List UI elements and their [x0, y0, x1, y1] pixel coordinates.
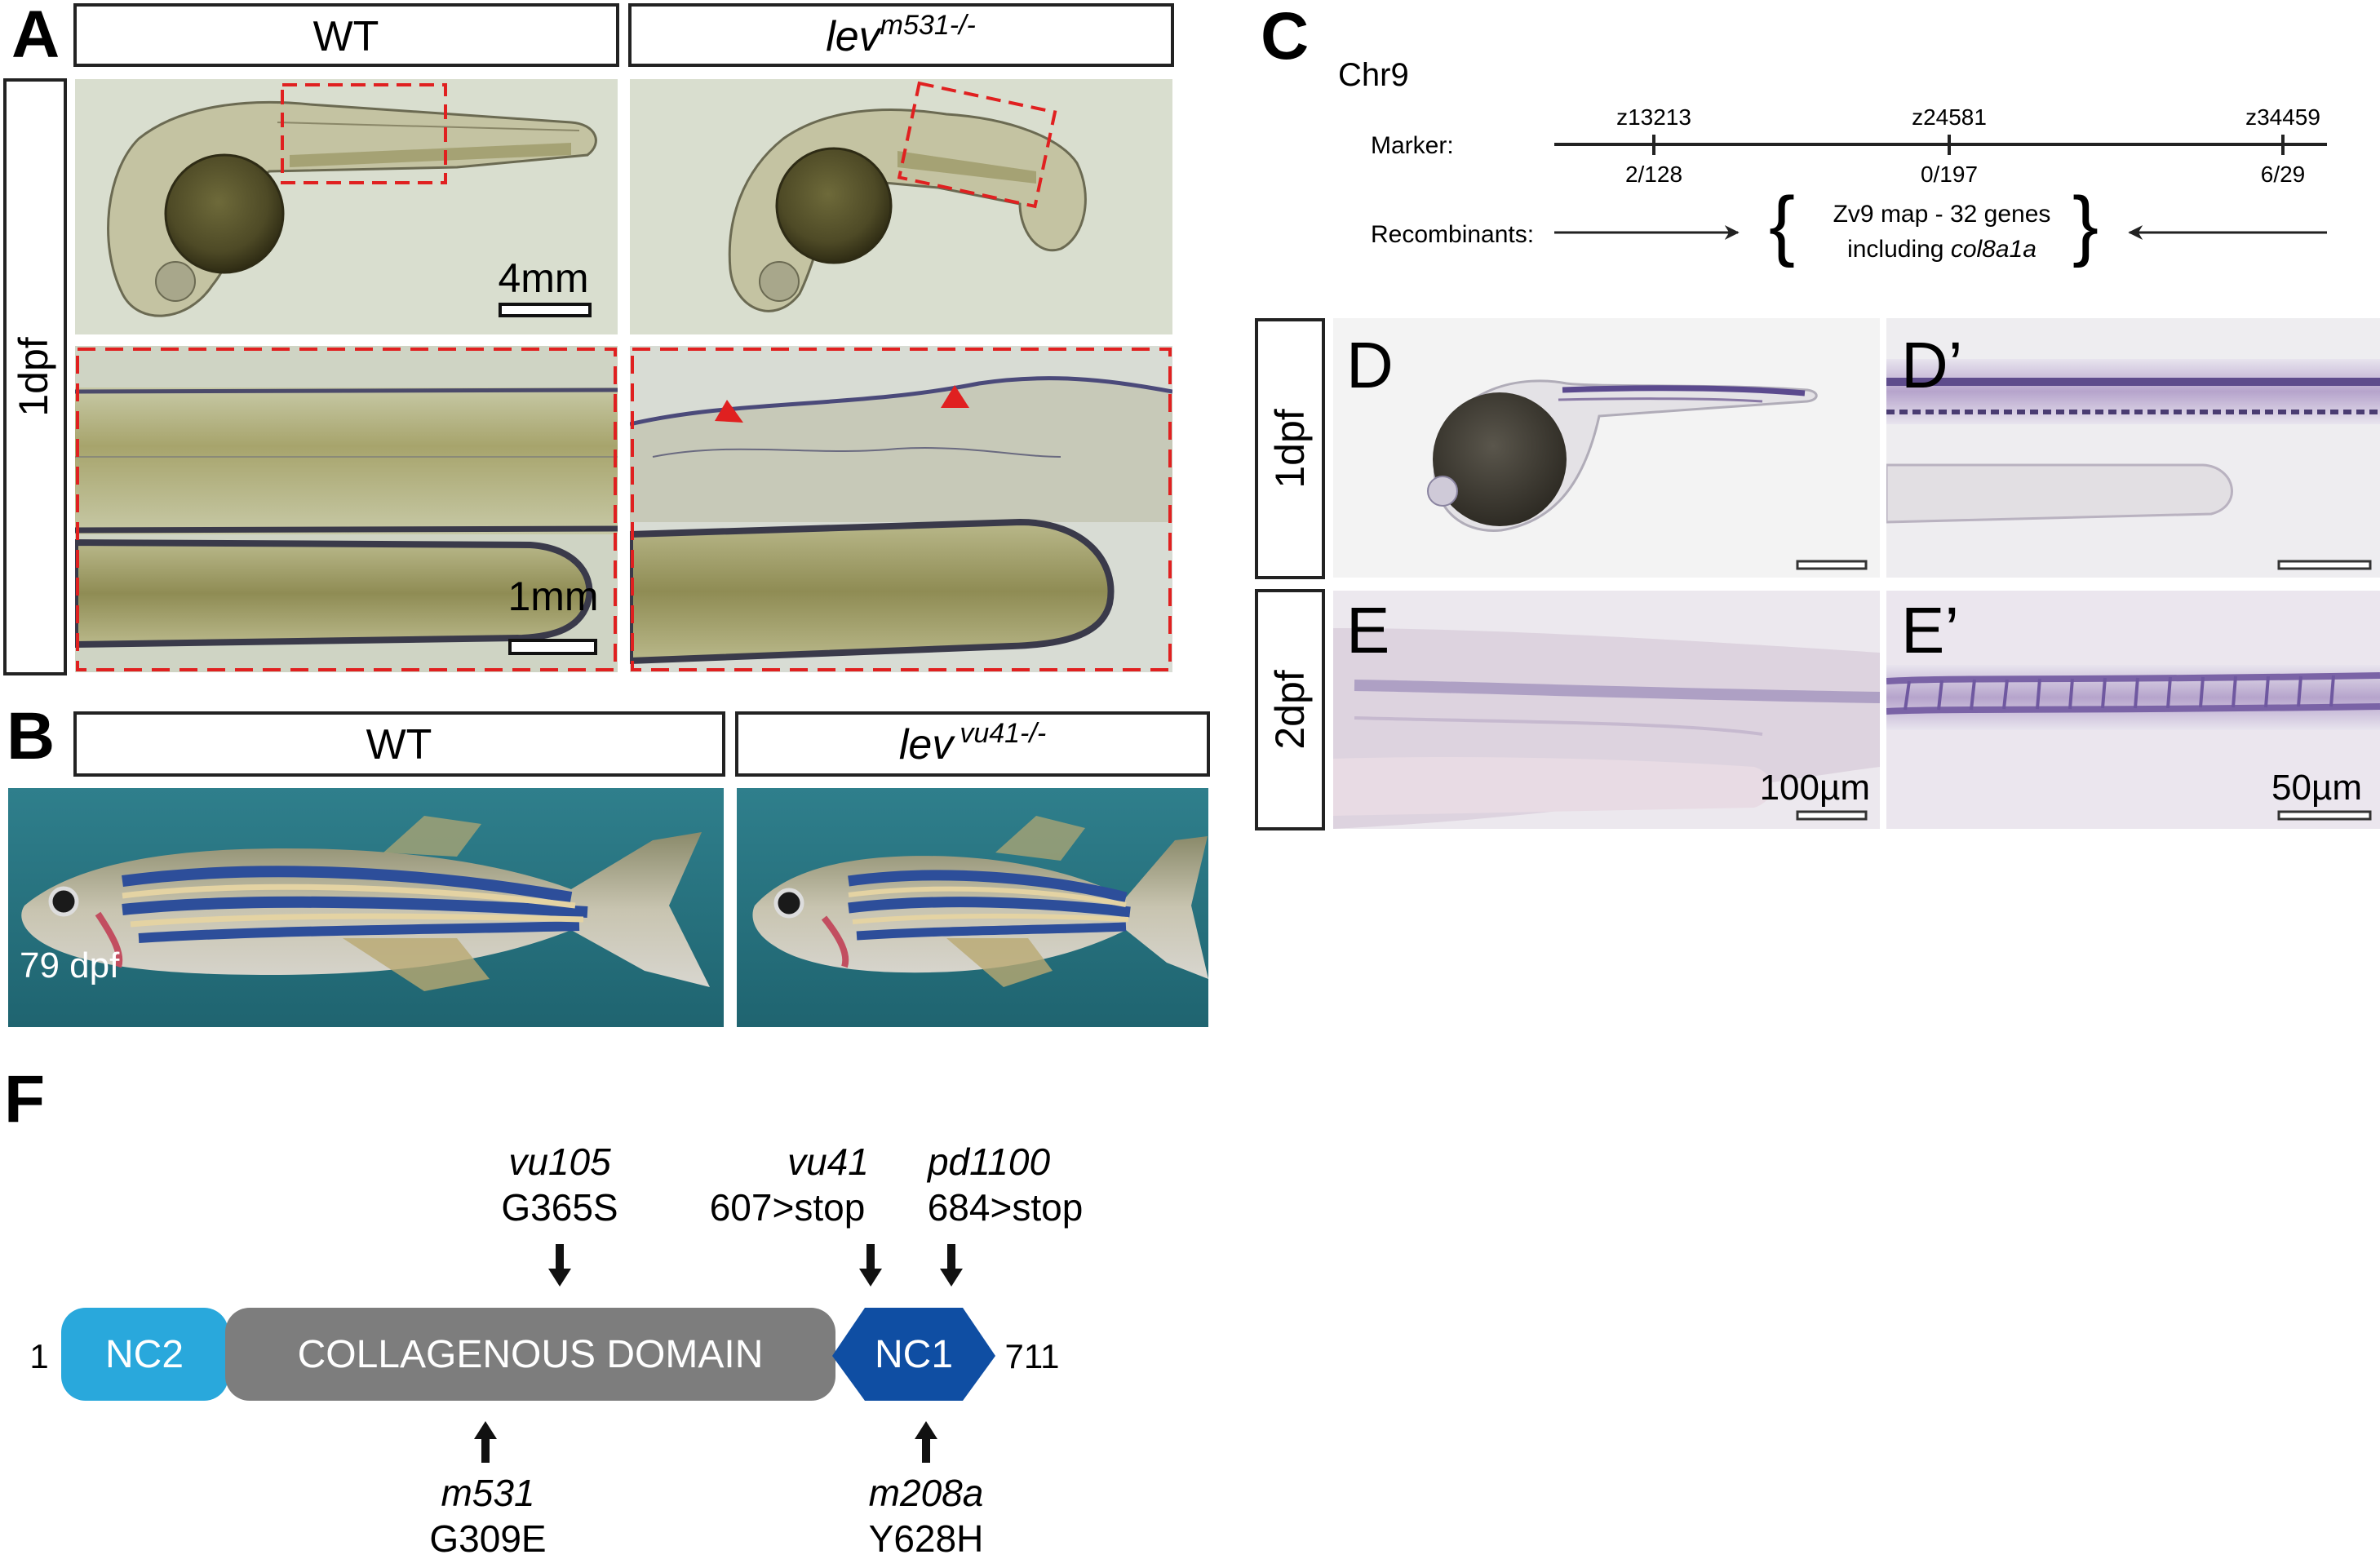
- panel-a-mut-zoom-image: [630, 346, 1172, 672]
- panel-a-row-label: 1dpf: [11, 337, 56, 416]
- panel-c-letter: C: [1261, 0, 1309, 73]
- panel-a-header-mut: levm531-/-: [826, 10, 976, 60]
- mutation-vu41-arrow: [859, 1244, 882, 1287]
- mutation-pd1100-arrow: [940, 1244, 963, 1287]
- panel-c-interval-line1: Zv9 map - 32 genes: [1833, 201, 2051, 228]
- marker-name: z34459: [2245, 104, 2320, 130]
- marker-name: z24581: [1912, 104, 1987, 130]
- panel-c-recombinants-label: Recombinants:: [1371, 221, 1534, 248]
- panel-a-header-mut-box: [628, 3, 1174, 67]
- panel-d-prime-letter: D’: [1901, 329, 1963, 401]
- panel-f-letter: F: [4, 1062, 45, 1136]
- panel-e-image: [1333, 591, 1880, 829]
- panel-e-prime-scale: 50µm: [2271, 768, 2362, 808]
- panel-a-wt-embryo-image: 4mm: [75, 79, 618, 334]
- panel-e-scale: 100µm: [1760, 768, 1870, 808]
- panel-c-chromosome: Chr9: [1338, 57, 1409, 93]
- panel-c-interval-gene: col8a1a: [1951, 236, 2037, 263]
- panel-b-header-wt: WT: [366, 721, 432, 768]
- panel-a-wt-zoom-image: 1mm: [75, 346, 618, 672]
- panel-de-row1-label: 1dpf: [1267, 409, 1313, 488]
- marker-name: z13213: [1616, 104, 1691, 130]
- panel-b-mut-sup: vu41-/-: [960, 718, 1046, 749]
- panel-c-interval-line2: including col8a1a: [1847, 236, 2037, 263]
- mutation-m531-allele: m531: [441, 1472, 534, 1514]
- panel-a-scale-1mm: 1mm: [507, 574, 598, 619]
- nc1-domain: [832, 1308, 995, 1401]
- panel-c-brace-right: }: [2072, 181, 2099, 268]
- mutation-vu41-allele: vu41: [787, 1140, 869, 1183]
- panel-d-prime-image: [1886, 318, 2380, 578]
- mutation-vu105: vu105 G365S: [501, 1140, 618, 1287]
- mutation-vu105-change: G365S: [501, 1186, 618, 1229]
- panel-b-mut-base: lev: [899, 721, 955, 768]
- mutation-vu105-arrow: [548, 1244, 571, 1287]
- panel-b-age-label: 79 dpf: [20, 946, 120, 985]
- panel-b-letter: B: [7, 699, 55, 773]
- mutation-pd1100: pd1100 684>stop: [926, 1140, 1083, 1287]
- panel-a-letter: A: [11, 0, 60, 72]
- mutation-m531-arrow: [474, 1421, 497, 1463]
- panel-a-mut-base: lev: [826, 13, 882, 60]
- marker-recombinant-count: 0/197: [1921, 162, 1978, 187]
- mutation-m208a-allele: m208a: [869, 1472, 984, 1514]
- mutation-m531: m531 G309E: [429, 1421, 547, 1559]
- panel-c-brace-left: {: [1769, 181, 1795, 268]
- panel-e-letter: E: [1346, 594, 1389, 667]
- panel-de-row2-label-box: [1255, 589, 1325, 830]
- panel-a-mut-embryo-image: [630, 79, 1172, 334]
- panel-a-mut-sup: m531-/-: [880, 10, 976, 41]
- mutation-vu41-change: 607>stop: [710, 1186, 866, 1229]
- nc1-label: NC1: [875, 1333, 953, 1376]
- panel-c-markers: z13213 2/128 z24581 0/197 z34459 6/29: [1616, 104, 2320, 187]
- marker-recombinant-count: 6/29: [2261, 162, 2306, 187]
- mutation-m531-change: G309E: [429, 1517, 546, 1555]
- panel-b-header-wt-box: [73, 711, 725, 777]
- mutation-m208a-change: Y628H: [869, 1517, 984, 1555]
- panel-a-header-wt: WT: [313, 13, 379, 60]
- panel-d-image: [1333, 318, 1880, 578]
- panel-b-mut-fish-image: [737, 788, 1208, 1027]
- nc2-domain: [61, 1308, 228, 1401]
- collagenous-domain: [225, 1308, 835, 1401]
- protein-start: 1: [29, 1337, 48, 1375]
- mutation-vu105-allele: vu105: [508, 1140, 611, 1183]
- panel-c-interval-prefix: including: [1847, 236, 1951, 263]
- marker-recombinant-count: 2/128: [1625, 162, 1682, 187]
- panel-a-row-label-box: [3, 78, 67, 675]
- panel-b-wt-fish-image: 79 dpf: [8, 788, 724, 1027]
- panel-c-marker-label: Marker:: [1371, 132, 1454, 159]
- mutation-vu41: vu41 607>stop: [710, 1140, 882, 1287]
- panel-de-row1-label-box: [1255, 318, 1325, 579]
- panel-e-prime-letter: E’: [1901, 594, 1959, 667]
- panel-a-header-wt-box: [73, 3, 619, 67]
- nc2-label: NC2: [105, 1333, 184, 1376]
- protein-end: 711: [1005, 1337, 1060, 1375]
- panel-d-letter: D: [1346, 329, 1394, 401]
- mutation-m208a-arrow: [915, 1421, 937, 1463]
- mutation-pd1100-allele: pd1100: [926, 1140, 1051, 1183]
- mutation-pd1100-change: 684>stop: [928, 1186, 1084, 1229]
- collagenous-label: COLLAGENOUS DOMAIN: [298, 1333, 764, 1376]
- panel-b-header-mut-box: [735, 711, 1210, 777]
- panel-e-prime-image: [1886, 591, 2380, 829]
- mutation-m208a: m208a Y628H: [869, 1421, 984, 1559]
- panel-de-row2-label: 2dpf: [1267, 670, 1313, 749]
- panel-a-scale-4mm: 4mm: [498, 255, 588, 301]
